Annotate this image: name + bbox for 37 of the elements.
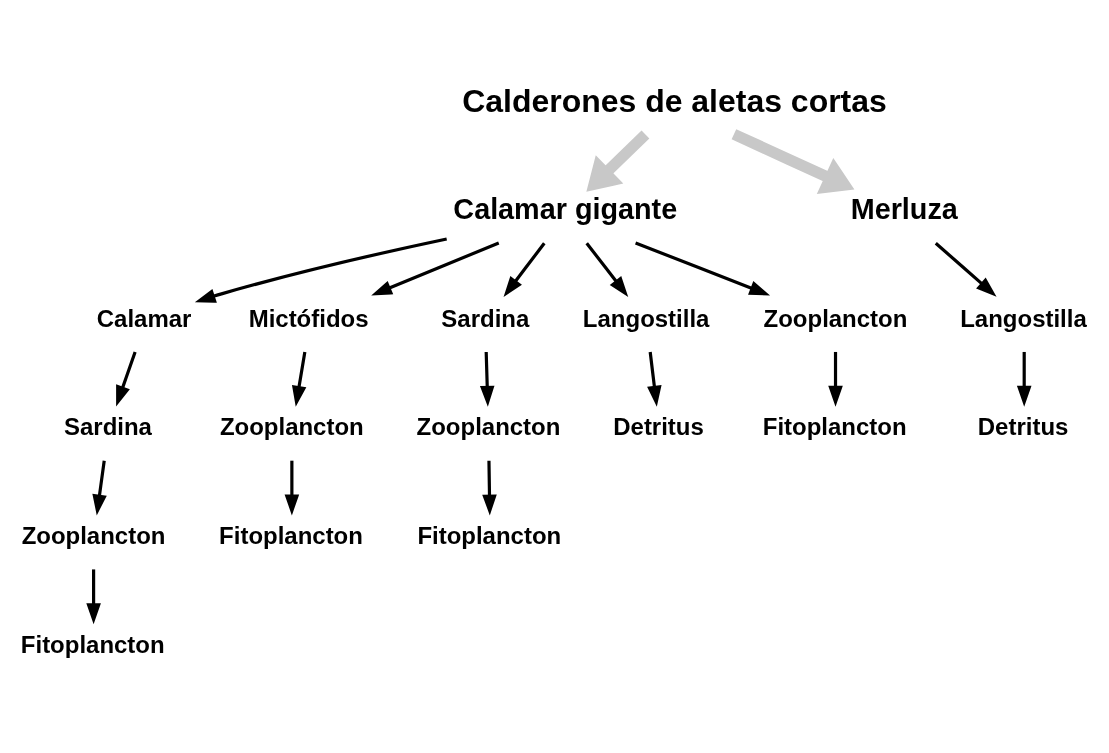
node-text: Zooplancton xyxy=(21,521,166,549)
arrow xyxy=(284,460,300,515)
arrow xyxy=(635,240,771,295)
arrow xyxy=(482,460,497,515)
arrow xyxy=(934,241,997,297)
node-text: Sardina xyxy=(441,304,530,332)
node-text: Fitoplancton xyxy=(20,630,165,658)
node-text: Zooplancton xyxy=(763,304,908,332)
arrow xyxy=(585,241,629,297)
arrow xyxy=(479,351,495,407)
node-text: Zooplancton xyxy=(416,412,561,440)
arrow xyxy=(503,241,546,297)
node-text: Langostilla xyxy=(960,304,1087,332)
arrow xyxy=(194,236,447,303)
arrow xyxy=(92,459,107,515)
arrow xyxy=(371,241,500,296)
node-text: Detritus xyxy=(977,412,1069,440)
node-text: Merluza xyxy=(850,192,958,225)
node-text: Fitoplancton xyxy=(219,521,363,549)
arrow xyxy=(647,351,662,407)
arrow xyxy=(731,128,855,194)
arrow xyxy=(828,351,843,407)
arrow xyxy=(1016,351,1032,407)
node-text: Calderones de aletas cortas xyxy=(462,82,887,119)
node-text: Calamar xyxy=(96,304,192,332)
arrow xyxy=(86,568,101,624)
node-text: Langostilla xyxy=(582,304,710,332)
node-text: Detritus xyxy=(613,412,704,440)
arrow xyxy=(586,130,650,192)
node-text: Fitoplancton xyxy=(762,412,907,440)
node-text: Fitoplancton xyxy=(417,521,562,549)
node-text: Sardina xyxy=(64,412,152,440)
node-text: Calamar gigante xyxy=(453,192,678,225)
node-text: Mictófidos xyxy=(248,304,369,332)
arrow xyxy=(291,351,307,407)
arrow xyxy=(116,350,137,406)
node-text: Zooplancton xyxy=(219,412,364,440)
